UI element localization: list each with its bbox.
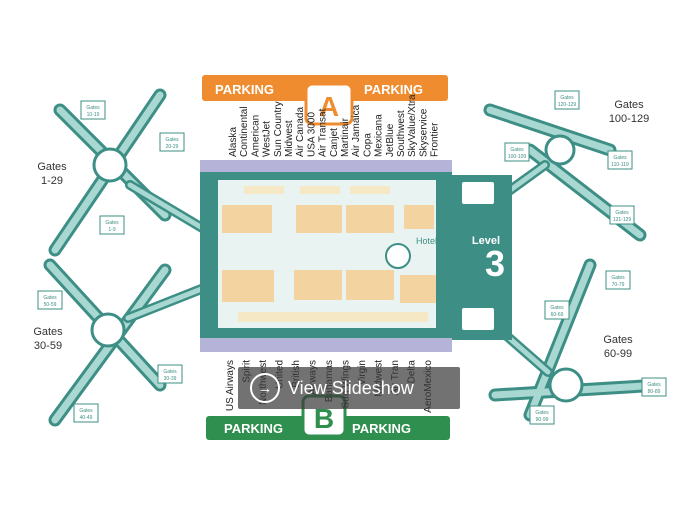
parking-b-right: PARKING (352, 421, 411, 436)
view-slideshow-label: View Slideshow (288, 377, 414, 398)
gate-tag-range: 40-49 (80, 415, 93, 421)
gate-group-60-title: Gates (603, 334, 633, 346)
gate-tag-box (544, 300, 570, 320)
gate-tag-range: 110-119 (611, 162, 629, 168)
airline-label: Canjet (329, 128, 340, 157)
gate-tag-box (605, 270, 631, 290)
airline-label: Copa (362, 133, 373, 157)
gate-tag-title: Gates (43, 295, 57, 301)
gate-group-30-range: 30-59 (34, 340, 62, 352)
airline-label: WestJet (262, 121, 273, 157)
gate-tag-title: Gates (560, 95, 574, 101)
gate-tag-range: 100-109 (508, 154, 527, 160)
arrow-right-icon: → (250, 373, 280, 403)
airline-label: Martinair (340, 117, 351, 157)
parking-a-letter: A (319, 91, 339, 122)
gate-tag-box (99, 215, 125, 235)
gate-tag-title: Gates (535, 410, 549, 416)
gate-tag-title: Gates (615, 210, 629, 216)
gate-group-30-title: Gates (33, 326, 63, 338)
gate-tag-box (37, 290, 63, 310)
gate-tag-range: 50-59 (44, 302, 57, 308)
airline-label: American (250, 115, 261, 157)
gate-tag-range: 60-69 (551, 312, 564, 318)
gate-group-1-title: Gates (37, 161, 67, 173)
level-number: 3 (485, 243, 505, 284)
airline-label: Air Jamaica (351, 104, 362, 157)
airline-label: Sun Country (273, 101, 284, 157)
gate-tag-box (157, 364, 183, 384)
airline-label: US Airways (225, 360, 236, 411)
airline-label: SkyValue/Xtra (407, 94, 418, 157)
gate-tag-box (73, 403, 99, 423)
gate-tag-title: Gates (163, 369, 177, 375)
parking-b-left: PARKING (224, 421, 283, 436)
view-slideshow-button[interactable]: → View Slideshow (238, 367, 460, 409)
gate-tag-title: Gates (105, 220, 119, 226)
airline-label: Southwest (396, 110, 407, 157)
airline-label: Skyservice (418, 108, 429, 157)
gate-tag-box (554, 90, 580, 110)
gate-tag-title: Gates (611, 275, 625, 281)
gate-tag-range: 20-29 (166, 144, 179, 150)
gate-tag-box (609, 205, 635, 225)
gate-tag-title: Gates (510, 147, 524, 153)
parking-b-letter: B (314, 403, 334, 434)
parking-a-banner: PARKING A PARKING (202, 75, 448, 126)
airline-label: JetBlue (385, 123, 396, 157)
gate-group-60-range: 60-99 (604, 348, 632, 360)
airline-label: Continental (239, 106, 250, 157)
parking-a-left: PARKING (215, 82, 274, 97)
airline-label: Frontier (430, 122, 441, 157)
gate-tag-title: Gates (613, 155, 627, 161)
airline-label: USA 3000 (306, 112, 317, 157)
gate-tag-range: 1-9 (108, 227, 115, 233)
gate-group-100-range: 100-129 (609, 113, 649, 125)
gate-tag-box (80, 100, 106, 120)
gate-tag-box (607, 150, 633, 170)
hotel-label: Hotel (416, 236, 437, 246)
level-label: Level (472, 235, 500, 247)
parking-a-right: PARKING (364, 82, 423, 97)
gate-tag-range: 30-39 (164, 376, 177, 382)
gate-group-1-range: 1-29 (41, 175, 63, 187)
gate-tag-title: Gates (165, 137, 179, 143)
airline-label: Alaska (228, 127, 239, 157)
gate-group-100-title: Gates (614, 99, 644, 111)
gate-tag-title: Gates (647, 382, 661, 388)
airline-label: Air Canada (295, 107, 306, 157)
gate-tag-range: 10-19 (87, 112, 100, 118)
gate-tag-range: 80-89 (648, 389, 661, 395)
gate-tag-range: 70-79 (612, 282, 625, 288)
gate-tag-box (504, 142, 530, 162)
baggage-claim-icon (462, 308, 494, 330)
gate-tag-title: Gates (79, 408, 93, 414)
gate-tag-box (159, 132, 185, 152)
gate-tag-range: 121-129 (613, 217, 632, 223)
airline-label: Air Transat (318, 108, 329, 157)
gate-tag-range: 120-129 (558, 102, 577, 108)
airline-label: Mexicana (374, 114, 385, 157)
main-terminal: Hotel Level 3 (200, 160, 512, 352)
ticket-counter-icon (462, 182, 494, 204)
gate-tag-box (529, 405, 555, 425)
airline-label: Midwest (284, 120, 295, 157)
gate-tag-title: Gates (86, 105, 100, 111)
gate-tag-title: Gates (550, 305, 564, 311)
gate-tag-range: 90-99 (536, 417, 549, 423)
gate-tags: Gates10-19Gates20-29Gates1-9Gates30-39Ga… (37, 90, 667, 425)
gate-tag-box (641, 377, 667, 397)
